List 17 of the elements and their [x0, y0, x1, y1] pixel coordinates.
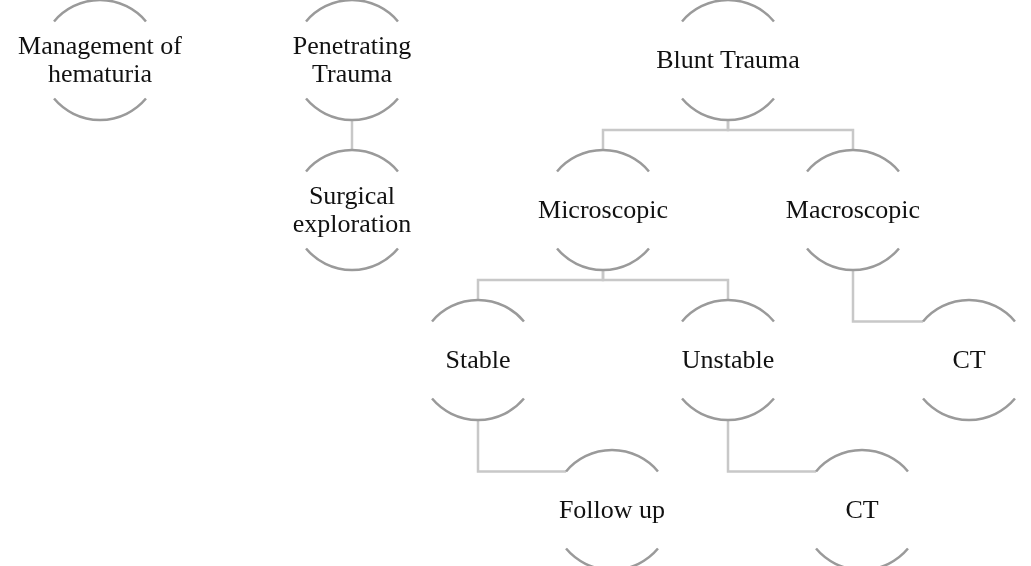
node-label: Management of hematuria [17, 32, 183, 88]
connector-line [851, 270, 924, 323]
node-label: Stable [445, 346, 511, 374]
node-label: Blunt Trauma [656, 46, 800, 74]
node-label: Microscopic [538, 196, 668, 224]
connector-line [726, 120, 855, 150]
node-label: Unstable [681, 346, 775, 374]
connector-line [476, 420, 567, 473]
connector-line [601, 270, 730, 300]
node-label: Surgical exploration [291, 182, 413, 238]
connector-line [350, 120, 354, 150]
node-label: CT [845, 496, 879, 524]
node-label: CT [952, 346, 986, 374]
node-label: Macroscopic [785, 196, 921, 224]
connector-line [726, 420, 817, 473]
node-label: Penetrating Trauma [291, 32, 413, 88]
node-label: Follow up [558, 496, 666, 524]
